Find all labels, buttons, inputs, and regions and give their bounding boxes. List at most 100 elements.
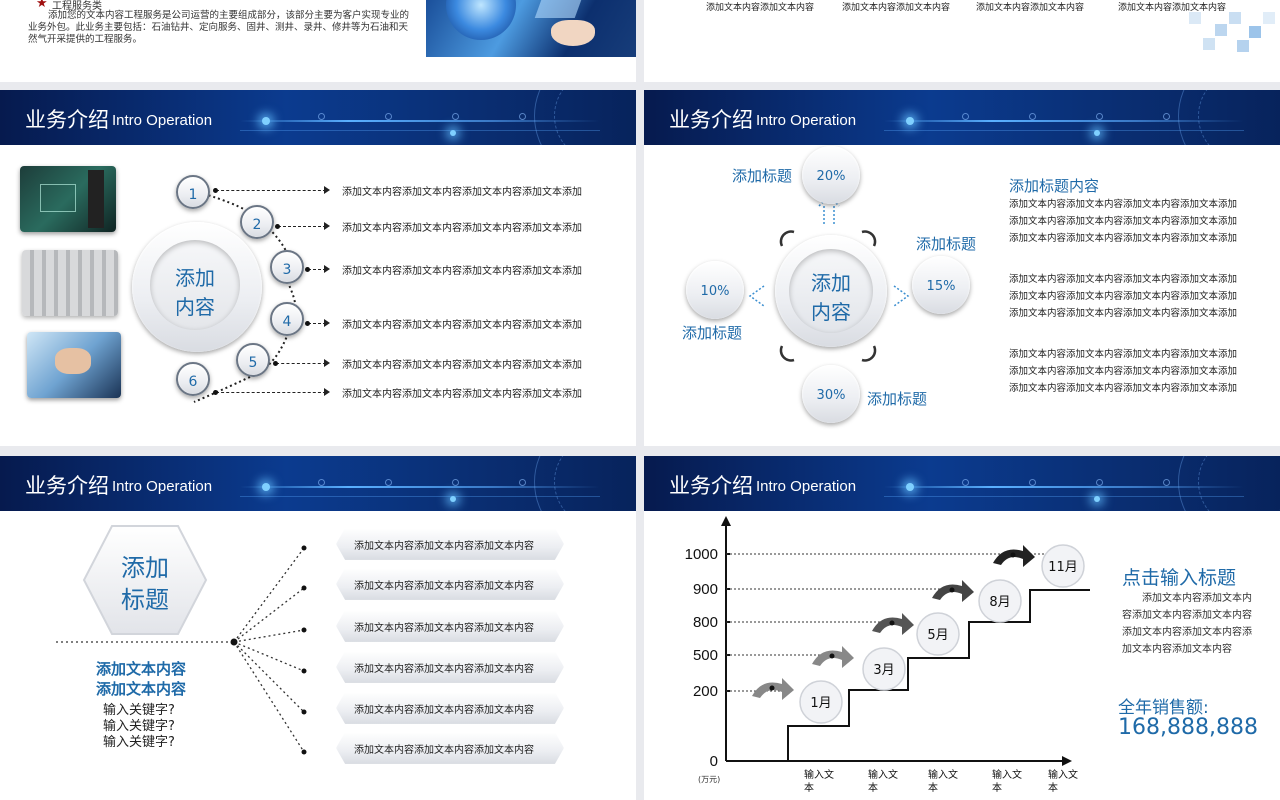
unit-label: (万元) <box>698 775 721 784</box>
bold-text-1: 添加文本内容 <box>96 660 187 678</box>
month-marker <box>862 647 906 691</box>
star-icon: ★ <box>36 0 48 11</box>
list-item-box: 添加文本内容添加文本内容添加文本内容 <box>336 692 564 724</box>
center-circle: 添加 内容 <box>132 222 262 352</box>
pct-bottom-value: 30% <box>816 388 846 403</box>
month-circle <box>799 680 843 724</box>
month-marker <box>1041 544 1085 588</box>
list-item: 添加文本内容添加文本内容添加文本内容添加文本添加 <box>342 266 582 277</box>
header-title: 业务介绍 <box>25 108 109 132</box>
month-label: 1月 <box>810 696 831 711</box>
slide-header: 业务介绍 Intro Operation <box>0 456 636 511</box>
step-line <box>787 589 1090 761</box>
y-tick-label: 0 <box>710 753 718 770</box>
x-tick-label: 输入文本 <box>868 770 898 794</box>
month-circle <box>862 647 906 691</box>
label-left: 添加标题 <box>682 324 743 342</box>
bullet-dot <box>213 389 218 395</box>
slide-header: 业务介绍 Intro Operation <box>0 90 636 145</box>
month-circle <box>978 579 1022 623</box>
dashed-arrow <box>305 319 330 327</box>
chart-body: 添加文本内容添加文本内容添加文本内容添加文本内容添加文本内容添加文本内容添加文本… <box>1122 593 1252 655</box>
pct-top: 20% <box>802 146 860 204</box>
top-left-slide: ★ 工程服务类 添加您的文本内容工程服务是公司运营的主要组成部分，该部分主要为客… <box>0 0 636 82</box>
photo-handshake <box>27 332 121 398</box>
slide-header: 业务介绍 Intro Operation <box>644 90 1280 145</box>
label-3: 添加文本内容添加文本内容 <box>976 3 1085 13</box>
bullet-dot <box>305 320 310 326</box>
month-label: 5月 <box>927 628 948 643</box>
center-text-2: 内容 <box>175 295 215 319</box>
header-title: 业务介绍 <box>669 108 753 132</box>
arrow-head-icon <box>324 265 330 273</box>
pct-bottom: 30% <box>802 365 860 423</box>
node-number: 1 <box>188 187 198 203</box>
bold-text-2: 添加文本内容 <box>96 680 187 698</box>
list-item: 添加文本内容添加文本内容添加文本内容 <box>354 705 534 716</box>
arrow-dot <box>769 685 775 691</box>
y-tick-label: 200 <box>693 683 718 700</box>
list-item: 添加文本内容添加文本内容添加文本内容 <box>354 623 534 634</box>
bullet-dot <box>273 360 278 366</box>
list-item-box: 添加文本内容添加文本内容添加文本内容 <box>336 610 564 642</box>
label-top: 添加标题 <box>732 167 793 185</box>
dashed-arrow <box>213 186 330 194</box>
pct-left-value: 10% <box>700 284 730 299</box>
slide-3: 业务介绍 Intro Operation 添加 标题 添加文本内容 添加文本内容… <box>0 456 636 800</box>
arrow-dot <box>889 620 895 626</box>
paragraph-line: 添加文本内容添加文本内容添加文本内容添加文本添加 <box>1009 383 1238 394</box>
arrow-head-icon <box>324 388 330 396</box>
bullet-dot <box>275 223 280 229</box>
node-1: 1 <box>176 175 210 209</box>
dashed-arrow <box>273 359 330 367</box>
arrow-dot <box>1010 552 1016 558</box>
hexagon-shape <box>82 525 208 635</box>
node-number: 2 <box>252 217 262 233</box>
pct-left: 10% <box>686 261 744 319</box>
node-4: 4 <box>270 302 304 336</box>
y-tick-label: 800 <box>693 614 718 631</box>
slide-2: 业务介绍 Intro Operation 添加 内容 20% 15% 30% 1… <box>644 90 1280 446</box>
pct-right-value: 15% <box>926 279 956 294</box>
slide-header: 业务介绍 Intro Operation <box>644 456 1280 511</box>
fan-connectors <box>56 545 307 755</box>
center-text-1: 添加 <box>811 271 851 295</box>
paragraph-line: 添加文本内容添加文本内容添加文本内容添加文本添加 <box>1009 216 1238 227</box>
list-item: 添加文本内容添加文本内容添加文本内容添加文本添加 <box>342 360 582 371</box>
header-subtitle: Intro Operation <box>112 478 213 495</box>
paragraph-line: 添加文本内容添加文本内容添加文本内容添加文本添加 <box>1009 233 1238 244</box>
x-tick-label: 输入文本 <box>992 770 1022 794</box>
y-tick-label: 1000 <box>685 546 718 563</box>
month-marker <box>978 579 1022 623</box>
total-value: 168,888,888 <box>1118 715 1258 740</box>
x-axis-arrow-icon <box>1062 756 1072 766</box>
dashed-arrow <box>213 388 330 396</box>
header-title: 业务介绍 <box>25 474 109 498</box>
x-tick-label: 输入文本 <box>1048 770 1078 794</box>
node-number: 6 <box>188 374 198 390</box>
paragraph-line: 添加文本内容添加文本内容添加文本内容添加文本添加 <box>1009 349 1238 360</box>
arrow-dot <box>949 587 955 593</box>
list-item: 添加文本内容添加文本内容添加文本内容添加文本添加 <box>342 320 582 331</box>
node-number: 5 <box>248 355 258 371</box>
side-title: 添加标题内容 <box>1009 177 1100 195</box>
label-4: 添加文本内容添加文本内容 <box>1118 3 1227 13</box>
pct-right: 15% <box>912 256 970 314</box>
photo-business <box>20 166 116 232</box>
top-right-slide: 添加文本内容添加文本内容 添加文本内容添加文本内容 添加文本内容添加文本内容 添… <box>644 0 1280 82</box>
dashed-arrow <box>275 222 330 230</box>
month-label: 3月 <box>873 663 894 678</box>
month-label: 11月 <box>1048 560 1078 575</box>
month-marker <box>799 680 843 724</box>
arrow-head-icon <box>324 222 330 230</box>
center-circle: 添加 内容 <box>775 235 887 347</box>
x-tick-label: 输入文本 <box>804 770 834 794</box>
arrow-dot <box>829 653 835 659</box>
keyword-3: 输入关键字? <box>103 735 175 750</box>
photo-chess <box>22 250 118 316</box>
list-item-box: 添加文本内容添加文本内容添加文本内容 <box>336 651 564 683</box>
keyword-2: 输入关键字? <box>103 719 175 734</box>
